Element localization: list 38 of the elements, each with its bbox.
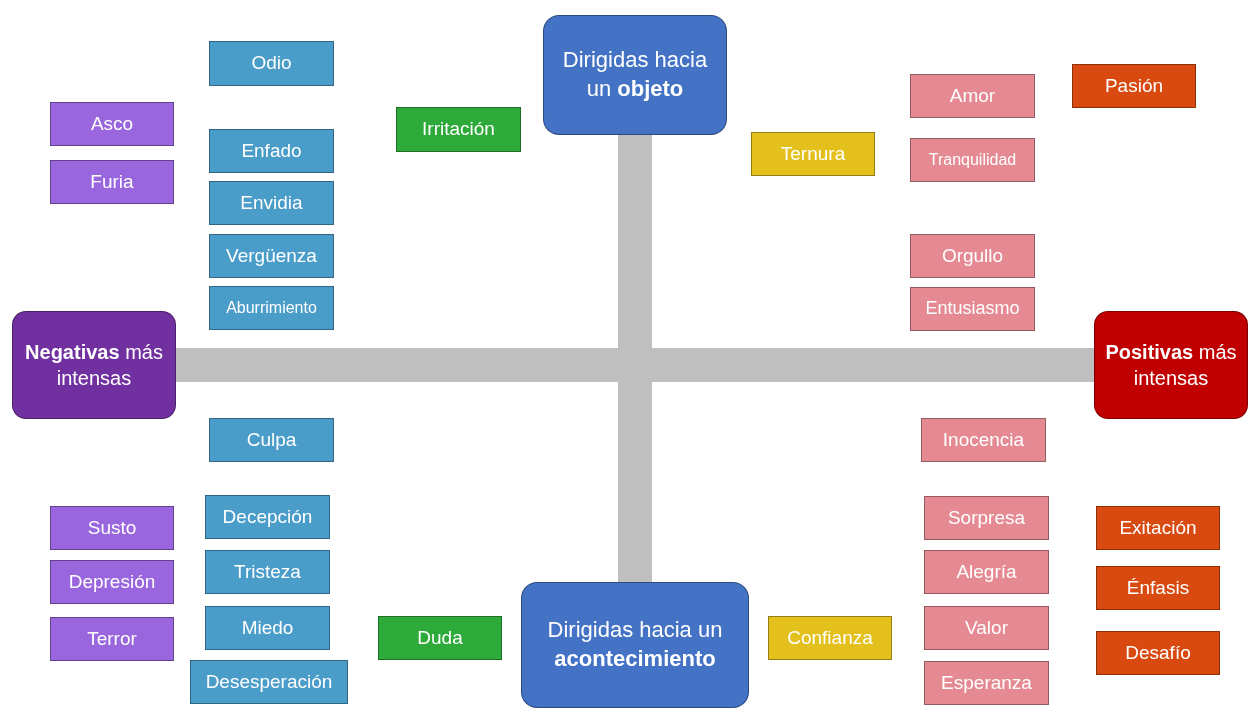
emotion-box: Vergüenza (209, 234, 334, 278)
emotion-box: Ternura (751, 132, 875, 176)
emotion-box: Enfado (209, 129, 334, 173)
category-box: Negativas más intensas (12, 311, 176, 419)
emotion-box: Aburrimiento (209, 286, 334, 330)
emotion-box: Envidia (209, 181, 334, 225)
emotion-box: Duda (378, 616, 502, 660)
emotion-box: Exitación (1096, 506, 1220, 550)
category-box: Dirigidas hacia un objeto (543, 15, 727, 135)
emotion-box: Depresión (50, 560, 174, 604)
emotion-box: Énfasis (1096, 566, 1220, 610)
emotion-box: Desafío (1096, 631, 1220, 675)
emotion-box: Tristeza (205, 550, 330, 594)
emotion-box: Pasión (1072, 64, 1196, 108)
emotion-box: Asco (50, 102, 174, 146)
category-box: Dirigidas hacia un acontecimiento (521, 582, 749, 708)
emotion-box: Odio (209, 41, 334, 86)
category-box: Positivas más intensas (1094, 311, 1248, 419)
emotion-box: Miedo (205, 606, 330, 650)
emotion-box: Orgullo (910, 234, 1035, 278)
emotion-box: Decepción (205, 495, 330, 539)
emotion-box: Irritación (396, 107, 521, 152)
emotion-box: Valor (924, 606, 1049, 650)
emotion-box: Tranquilidad (910, 138, 1035, 182)
emotion-box: Confianza (768, 616, 892, 660)
emotion-box: Culpa (209, 418, 334, 462)
emotion-box: Alegría (924, 550, 1049, 594)
emotion-box: Sorpresa (924, 496, 1049, 540)
emotion-box: Furia (50, 160, 174, 204)
emotion-box: Entusiasmo (910, 287, 1035, 331)
axis-bar (618, 135, 652, 582)
emotion-box: Susto (50, 506, 174, 550)
emotion-box: Amor (910, 74, 1035, 118)
emotion-box: Inocencia (921, 418, 1046, 462)
emotion-box: Desesperación (190, 660, 348, 704)
emotion-box: Terror (50, 617, 174, 661)
axis-bar (176, 348, 1094, 382)
emotion-box: Esperanza (924, 661, 1049, 705)
